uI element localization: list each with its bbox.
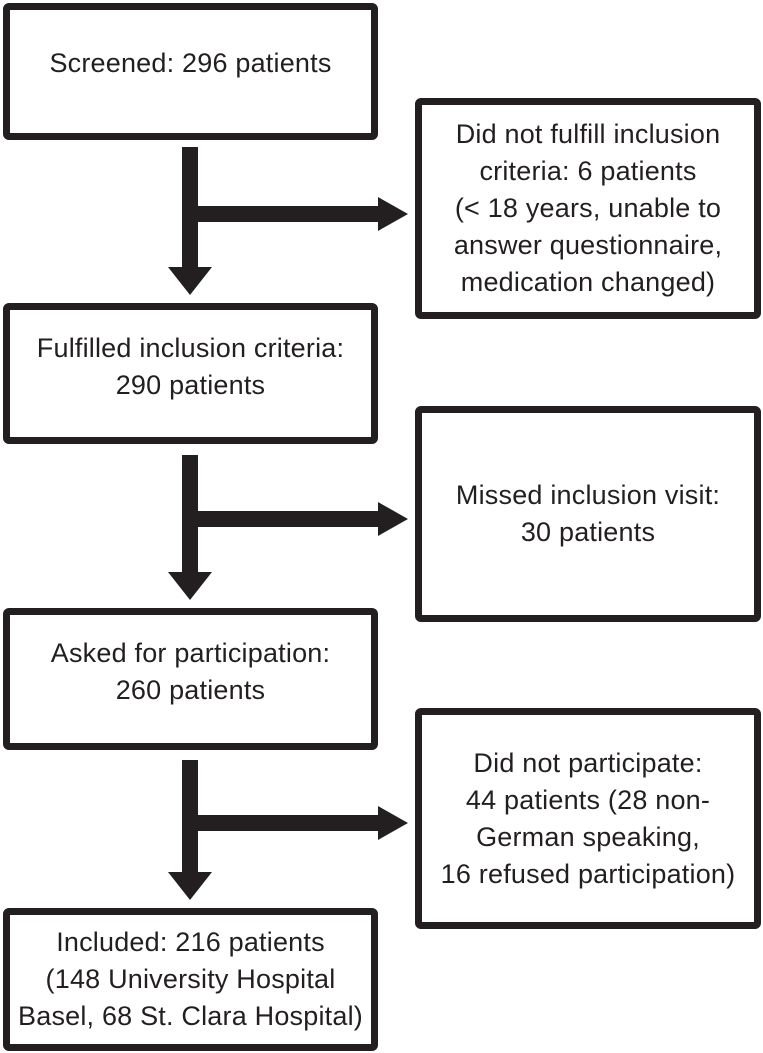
flow-box-screened-text: Screened: 296 patients (49, 48, 332, 78)
flow-box-included-text: Included: 216 patients (148 University H… (18, 927, 363, 1031)
flow-box-not-fulfilled-text: Did not fulfill inclusion criteria: 6 pa… (453, 119, 723, 297)
flow-box-missed-visit-text: Missed inclusion visit: 30 patients (455, 480, 721, 547)
arrow-head-down-icon (168, 572, 212, 600)
flow-box-not-participate: Did not participate: 44 patients (28 non… (415, 708, 761, 929)
flow-box-asked-participation-text: Asked for participation: 260 patients (50, 638, 331, 705)
flow-box-asked-participation: Asked for participation: 260 patients (3, 608, 378, 750)
flow-box-screened: Screened: 296 patients (3, 3, 378, 140)
arrow-head-right-icon (378, 806, 408, 840)
arrow-right-to-not-participate (182, 806, 408, 840)
arrow-shaft (182, 511, 380, 527)
flow-box-fulfilled-criteria: Fulfilled inclusion criteria: 290 patien… (3, 303, 378, 444)
flow-box-missed-visit: Missed inclusion visit: 30 patients (415, 406, 761, 622)
flow-box-fulfilled-criteria-text: Fulfilled inclusion criteria: 290 patien… (36, 332, 345, 400)
flow-box-not-fulfilled: Did not fulfill inclusion criteria: 6 pa… (415, 98, 761, 319)
arrow-head-right-icon (378, 197, 408, 231)
arrow-shaft (182, 815, 380, 831)
arrow-right-to-missed-visit (182, 502, 408, 536)
arrow-head-right-icon (378, 502, 408, 536)
arrow-down-asked-to-included (168, 760, 212, 900)
arrow-head-down-icon (168, 872, 212, 900)
arrow-head-down-icon (168, 267, 212, 295)
flow-box-not-participate-text: Did not participate: 44 patients (28 non… (440, 747, 736, 889)
arrow-right-to-not-fulfilled (182, 197, 408, 231)
flow-box-included: Included: 216 patients (148 University H… (3, 908, 378, 1051)
arrow-shaft (182, 206, 380, 222)
